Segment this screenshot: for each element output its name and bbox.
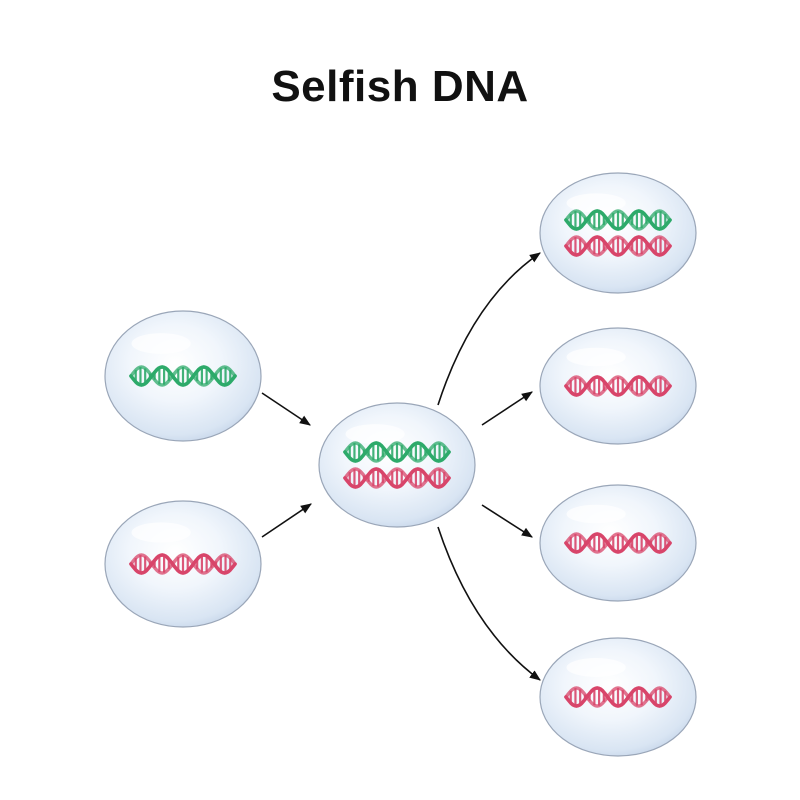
arrow-hybrid-to-offspring-4 [437,526,541,681]
dna-backbone-strand [129,553,237,575]
diagram-title: Selfish DNA [271,62,529,111]
cell-hybrid [318,402,476,528]
cell-highlight [566,193,626,213]
cell-parent-red [104,500,262,628]
arrow-hybrid-to-offspring-2 [481,391,533,426]
dna-helix-icon [564,235,672,257]
dna-backbone-strand [343,467,451,489]
cell-offspring-4 [539,637,697,757]
dna-backbone-strand [129,365,237,387]
cells-layer [104,172,697,757]
cell-membrane [539,172,697,294]
cell-highlight [566,347,626,367]
cell-highlight [131,333,191,354]
cell-highlight [566,504,626,524]
dna-helix-icon [564,375,672,397]
dna-backbone-strand [343,441,451,463]
dna-backbone-strand [564,235,672,257]
cell-highlight [345,424,405,444]
dna-helix-icon [343,467,451,489]
arrow-hybrid-to-offspring-3 [481,504,533,538]
cell-offspring-2 [539,327,697,445]
dna-backbone-strand [343,467,451,489]
dna-helix-icon [129,365,237,387]
cell-highlight [131,522,191,543]
dna-backbone-strand [564,686,672,708]
dna-backbone-strand [343,441,451,463]
cell-membrane [318,402,476,528]
cell-highlight [566,658,626,677]
dna-helix-icon [564,532,672,554]
dna-helix-icon [129,553,237,575]
dna-backbone-strand [564,532,672,554]
dna-helix-icon [343,441,451,463]
arrow-hybrid-to-offspring-1 [437,252,541,406]
dna-backbone-strand [564,375,672,397]
dna-backbone-strand [564,209,672,231]
dna-backbone-strand [564,532,672,554]
arrows-layer [261,252,541,681]
dna-backbone-strand [564,235,672,257]
arrow-parent-green-to-hybrid [261,392,311,426]
dna-backbone-strand [564,375,672,397]
dna-backbone-strand [564,686,672,708]
cell-offspring-1 [539,172,697,294]
dna-helix-icon [564,209,672,231]
cell-offspring-3 [539,484,697,602]
dna-backbone-strand [129,553,237,575]
cell-parent-green [104,310,262,442]
arrow-parent-red-to-hybrid [261,503,312,538]
dna-backbone-strand [129,365,237,387]
dna-backbone-strand [564,209,672,231]
dna-helix-icon [564,686,672,708]
